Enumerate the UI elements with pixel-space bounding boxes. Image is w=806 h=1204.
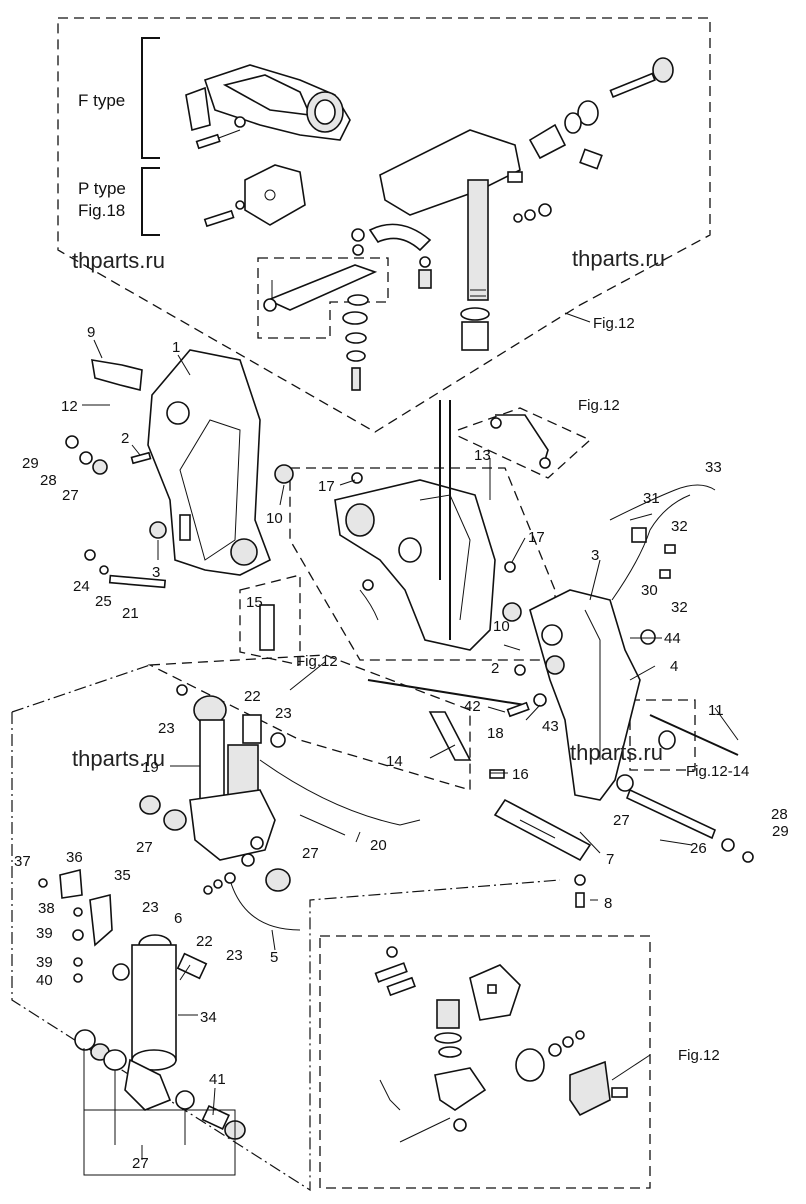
inset-link: [263, 264, 378, 312]
callout-label: 3: [152, 564, 160, 581]
callout-label: 27: [132, 1155, 149, 1172]
callout-label: 36: [66, 849, 83, 866]
shafts: [367, 679, 754, 863]
callout-label: 25: [95, 593, 112, 610]
callout-label: 39: [36, 954, 53, 971]
callout-label: 32: [671, 518, 688, 535]
p-type-label: P type: [78, 179, 126, 198]
f-type-label: F type: [78, 91, 125, 110]
callout-label: 20: [370, 837, 387, 854]
callout-label: 10: [493, 618, 510, 635]
swivel-bracket: [334, 400, 496, 651]
fig-ref-label: Fig.12: [296, 653, 338, 670]
callout-label: 5: [270, 949, 278, 966]
watermark: thparts.ru: [572, 246, 665, 271]
callout-label: 40: [36, 972, 53, 989]
tiller-handle-f-type: [185, 64, 351, 150]
callout-label: 14: [386, 753, 403, 770]
small-hardware: [38, 414, 676, 983]
callout-label: 41: [209, 1071, 226, 1088]
callout-label: 2: [121, 430, 129, 447]
callout-label: 22: [244, 688, 261, 705]
callout-label: 29: [772, 823, 789, 840]
stern-bracket-right: [529, 589, 641, 801]
steering-arm: [351, 129, 521, 351]
fig-ref-label: Fig.12: [593, 315, 635, 332]
callout-label: 7: [606, 851, 614, 868]
washer-stack: [342, 294, 369, 391]
fig-ref-label: Fig.12-14: [686, 763, 749, 780]
part-callouts: 1 2 2 3 3 4 5 6 7 8 9 10 10 11 12 13 14 …: [14, 324, 789, 1172]
callout-label: 26: [690, 840, 707, 857]
callout-label: 6: [174, 910, 182, 927]
callout-label: 38: [38, 900, 55, 917]
callout-label: 11: [708, 702, 724, 719]
callout-label: 35: [114, 867, 131, 884]
callout-label: 4: [670, 658, 678, 675]
p-type-bracket: [203, 164, 306, 228]
callout-label: 2: [491, 660, 499, 677]
trim-cylinder: [74, 934, 246, 1140]
callout-label: 28: [771, 806, 788, 823]
watermark: thparts.ru: [72, 746, 165, 771]
watermarks: thparts.ru thparts.ru thparts.ru thparts…: [72, 246, 665, 771]
callout-label: 18: [487, 725, 504, 742]
callout-label: 28: [40, 472, 57, 489]
wire-harness: [609, 484, 716, 601]
callout-label: 17: [318, 478, 335, 495]
steering-fasteners: [507, 57, 674, 223]
callout-label: 23: [142, 899, 159, 916]
callout-label: 39: [36, 925, 53, 942]
callout-label: 17: [528, 529, 545, 546]
fig-ref-label: Fig.12: [678, 1047, 720, 1064]
type-brackets: [141, 37, 160, 236]
callout-label: 33: [705, 459, 722, 476]
leader-lines: [82, 312, 739, 1116]
callout-label: 1: [172, 339, 180, 356]
callout-label: 3: [591, 547, 599, 564]
callout-label: 15: [246, 594, 263, 611]
callout-label: 24: [73, 578, 90, 595]
callout-label: 23: [275, 705, 292, 722]
callout-label: 44: [664, 630, 681, 647]
callout-label: 9: [87, 324, 95, 341]
callout-label: 42: [464, 698, 481, 715]
callout-label: 21: [122, 605, 139, 622]
watermark: thparts.ru: [570, 740, 663, 765]
callout-label: 37: [14, 853, 31, 870]
callout-label: 13: [474, 447, 491, 464]
callout-label: 30: [641, 582, 658, 599]
callout-label: 43: [542, 718, 559, 735]
callout-label: 27: [136, 839, 153, 856]
callout-label: 23: [226, 947, 243, 964]
fig-ref-label: Fig.12: [578, 397, 620, 414]
callout-label: 34: [200, 1009, 217, 1026]
callout-label: 10: [266, 510, 283, 527]
trim-sensor-parts: [374, 946, 628, 1143]
watermark: thparts.ru: [72, 248, 165, 273]
p-type-fig-label: Fig.18: [78, 201, 125, 220]
callout-label: 23: [158, 720, 175, 737]
stern-bracket-left: [91, 349, 272, 576]
callout-label: 22: [196, 933, 213, 950]
callout-label: 16: [512, 766, 529, 783]
callout-label: 27: [62, 487, 79, 504]
figure-references: Fig.12 Fig.12 Fig.12 Fig.12-14 Fig.12: [296, 315, 749, 1064]
callout-27-bracket: [83, 1048, 236, 1176]
type-labels: F type P type Fig.18: [78, 91, 126, 220]
callout-label: 32: [671, 599, 688, 616]
callout-label: 29: [22, 455, 39, 472]
callout-label: 27: [302, 845, 319, 862]
trim-plate: [493, 798, 592, 908]
callout-label: 27: [613, 812, 630, 829]
callout-label: 8: [604, 895, 612, 912]
callout-label: 31: [643, 490, 660, 507]
callout-label: 12: [61, 398, 78, 415]
callout-label: 19: [142, 759, 159, 776]
